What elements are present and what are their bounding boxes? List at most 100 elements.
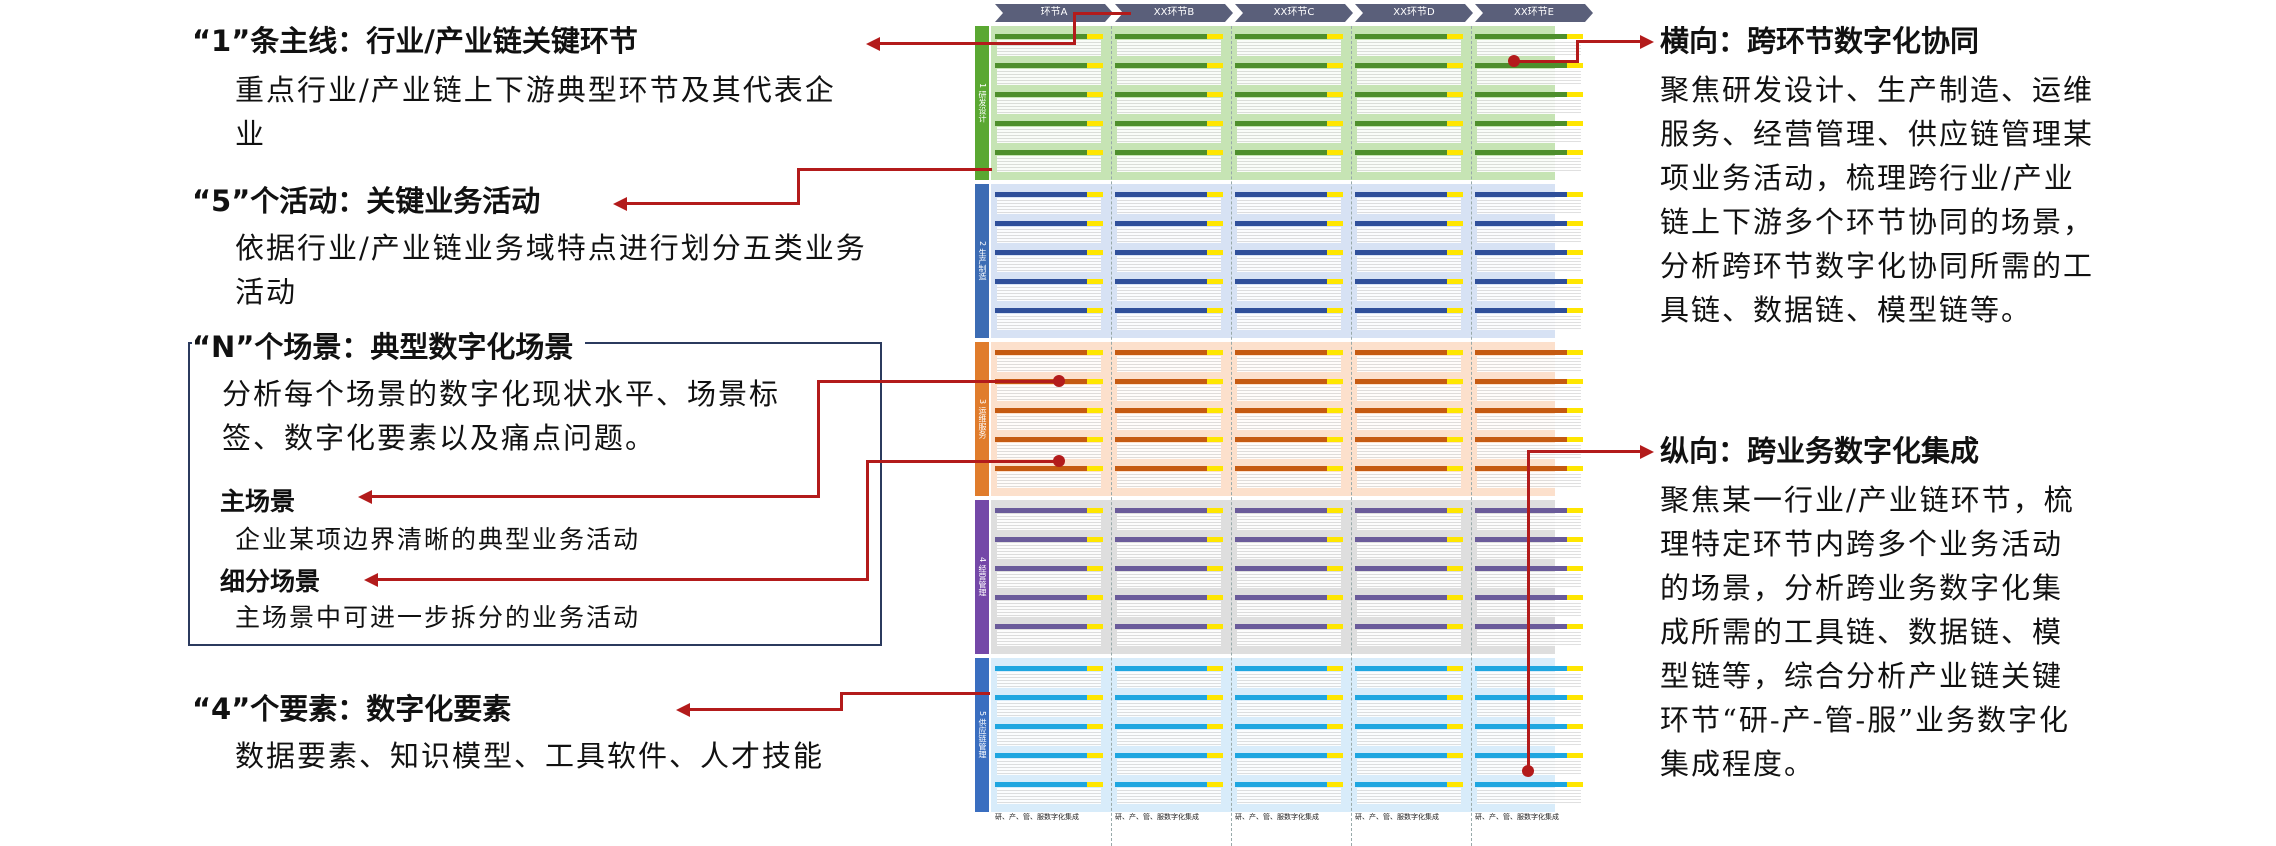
activities-body: 依据行业/产业链业务域特点进行划分五类业务活动 [235,231,867,309]
scenario-cell [1235,666,1343,688]
connector-line [1514,60,1578,63]
scenario-cell [1115,508,1223,530]
connector-line [1576,40,1640,43]
scenario-cell [1235,150,1343,172]
scenario-cell [995,408,1103,430]
activity-band: 2 生产制造 [975,184,1583,338]
connector-line [627,202,799,205]
scenario-cell [995,782,1103,804]
scenario-cell [1115,595,1223,617]
scenarios-body: 分析每个场景的数字化现状水平、场景标签、数字化要素以及痛点问题。 [222,377,781,455]
scenario-cell [1235,34,1343,56]
main-scenario-title: 主场景 [220,487,296,516]
scenario-cell [1235,408,1343,430]
arrow-head-icon [364,573,378,587]
scenario-cell [1115,379,1223,401]
scenario-cell [1355,308,1463,330]
scenario-cell [995,350,1103,372]
scenario-cell [1475,221,1583,243]
column-divider [1471,26,1472,846]
scenario-cell [1475,121,1583,143]
scenario-cell [1115,308,1223,330]
scenario-cell [1475,34,1583,56]
connector-line [797,168,800,205]
scenario-cell [1355,34,1463,56]
scenario-cell [1115,666,1223,688]
scenario-cell [1355,350,1463,372]
marker-dot [1522,765,1534,777]
connector-line [840,692,843,711]
scenario-cell [1475,408,1583,430]
scenario-cell [1355,566,1463,588]
scenario-cell [1115,537,1223,559]
scenario-cell [1115,350,1223,372]
scenario-cell [1475,308,1583,330]
integration-footer: 研、产、管、服数字化集成 [1355,813,1439,821]
scenario-cell [1355,63,1463,85]
scenario-cell [1115,34,1223,56]
scenario-cell [1115,408,1223,430]
scenario-cell [1235,350,1343,372]
scenario-cell [1235,221,1343,243]
scenario-cell [1355,92,1463,114]
scenario-cell [1115,121,1223,143]
scenario-cell [1235,695,1343,717]
scenario-cell [1115,437,1223,459]
horizontal-body: 聚焦研发设计、生产制造、运维服务、经营管理、供应链管理某项业务活动，梳理跨行业/… [1660,73,2095,327]
scenario-cell [1235,192,1343,214]
scenario-cell [1355,150,1463,172]
scenario-cell [1475,279,1583,301]
sub-scenario-body: 主场景中可进一步拆分的业务活动 [235,603,641,632]
scenario-cell [1115,63,1223,85]
connector-line [1527,450,1530,770]
scenario-cell [1235,595,1343,617]
scenario-cell [1115,753,1223,775]
arrow-head-icon [676,703,690,717]
scenario-cell [1235,279,1343,301]
scenario-cell [1475,350,1583,372]
scenario-cell [1235,753,1343,775]
scenario-cell [1475,782,1583,804]
scenario-cell [1115,695,1223,717]
activity-label: 2 生产制造 [975,184,989,338]
scenario-cell [1235,92,1343,114]
scenario-cell [1115,566,1223,588]
scenario-cell [995,537,1103,559]
scenario-cell [1235,437,1343,459]
connector-line [866,460,869,581]
scenario-cell [995,666,1103,688]
scenario-cell [995,34,1103,56]
scenario-cell [1355,221,1463,243]
stage-header: XX环节D [1355,4,1473,22]
horizontal-title: 横向：跨环节数字化协同 [1660,24,1980,58]
activity-band: 1 研发设计 [975,26,1583,180]
scenario-cell [1115,782,1223,804]
column-divider [1231,26,1232,846]
vertical-title: 纵向：跨业务数字化集成 [1660,434,1980,468]
connector-line [1073,12,1131,15]
connector-line [372,495,820,498]
scenario-cell [1235,379,1343,401]
integration-footer: 研、产、管、服数字化集成 [1115,813,1199,821]
activity-band: 3 运维服务 [975,342,1583,496]
scenario-cell [995,695,1103,717]
scenario-cell [995,508,1103,530]
scenario-cell [1235,308,1343,330]
scenario-cell [1355,121,1463,143]
scenario-cell [1355,724,1463,746]
scenario-cell [1355,437,1463,459]
scenario-cell [1115,724,1223,746]
scenario-cell [1475,379,1583,401]
stage-header: XX环节C [1235,4,1353,22]
scenario-cell [1235,63,1343,85]
stage-header: XX环节E [1475,4,1593,22]
scenario-cell [1235,250,1343,272]
elements-body: 数据要素、知识模型、工具软件、人才技能 [235,739,825,773]
arrow-head-icon [358,490,372,504]
scenario-cell [1115,279,1223,301]
marker-dot [1053,455,1065,467]
scenario-cell [1235,566,1343,588]
main-line-body: 重点行业/产业链上下游典型环节及其代表企业 [235,73,836,151]
scenario-cell [995,753,1103,775]
